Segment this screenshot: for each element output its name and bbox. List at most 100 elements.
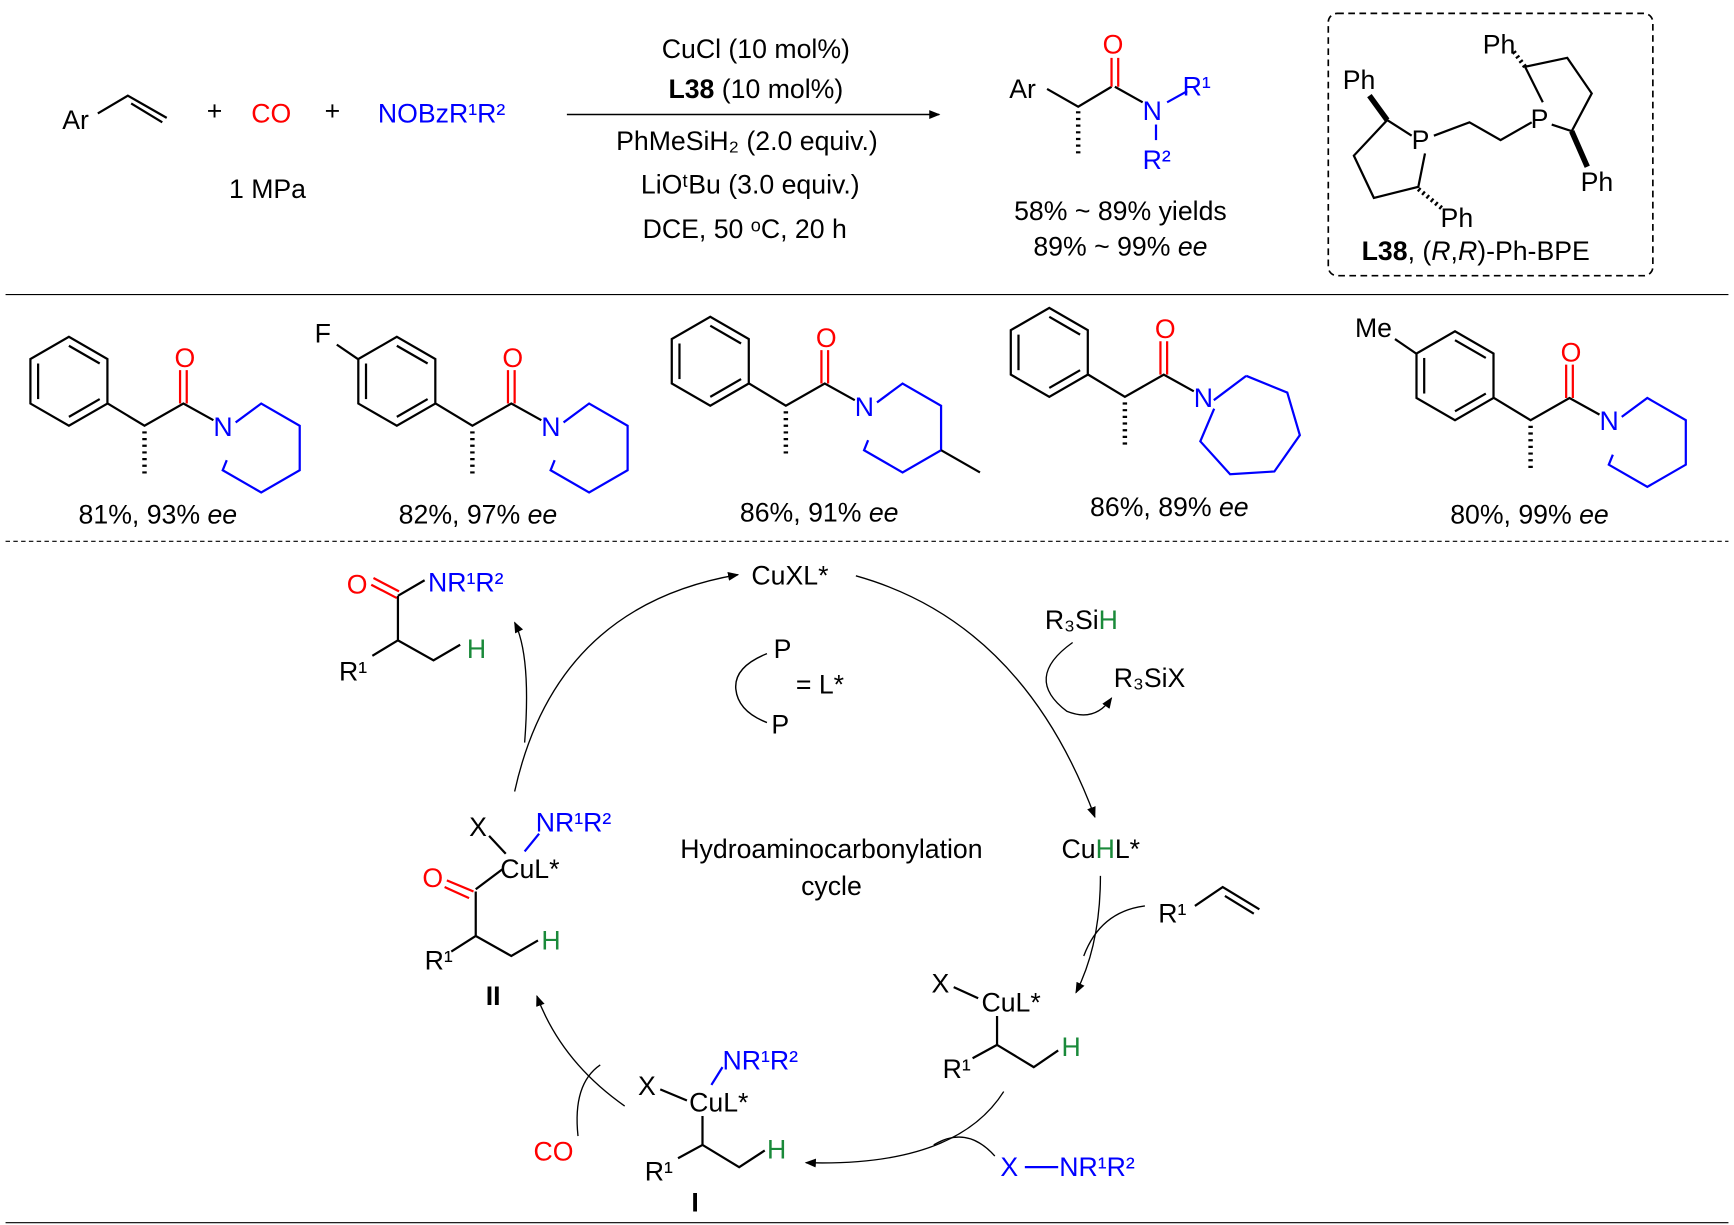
ligand-box: P P Ph Ph Ph Ph L38, (R,R)-Ph-BPE xyxy=(1327,12,1654,277)
species-cuhl: CuHL* xyxy=(1062,834,1141,864)
svg-text:H: H xyxy=(1062,1032,1081,1062)
azepane-ring xyxy=(1199,374,1302,476)
piperidine-ring xyxy=(549,402,629,494)
svg-text:O: O xyxy=(347,570,368,600)
svg-text:Ph: Ph xyxy=(1441,203,1474,233)
benzene-ring xyxy=(357,335,437,428)
carbonyl-oxygen: O xyxy=(816,323,837,353)
condition-solvent: DCE, 50 ᵒC, 20 h xyxy=(643,214,847,244)
svg-text:H: H xyxy=(541,925,560,955)
plus-sign: + xyxy=(207,96,223,126)
chain-bonds xyxy=(107,402,214,428)
svg-text:P: P xyxy=(1531,104,1549,134)
example-structure: ON xyxy=(670,315,981,474)
amide-nitrogen: N xyxy=(213,412,232,442)
svg-text:R¹: R¹ xyxy=(943,1054,971,1084)
svg-text:CuL*: CuL* xyxy=(500,854,559,884)
product-structure: Ar O N R¹ R² xyxy=(1009,29,1211,175)
co-reagent-cycle: CO xyxy=(534,1136,574,1166)
silane-byproduct: R₃SiX xyxy=(1114,663,1186,693)
carbonyl-oxygen: O xyxy=(502,343,523,373)
svg-text:NR¹R²: NR¹R² xyxy=(428,567,504,597)
svg-text:H: H xyxy=(467,634,486,664)
cycle-arrows xyxy=(513,572,1145,1168)
condition-base: LiOᵗBu (3.0 equiv.) xyxy=(641,169,860,199)
svg-text:Ar: Ar xyxy=(1009,74,1036,104)
example-structure: ON xyxy=(29,335,301,494)
carbonyl-bond xyxy=(820,350,830,384)
svg-text:H: H xyxy=(767,1134,786,1164)
carbonyl-bond xyxy=(178,370,188,404)
example-result: 81%, 93% ee xyxy=(79,500,238,530)
carbonyl-bond xyxy=(1159,341,1169,375)
amide-nitrogen: N xyxy=(541,412,560,442)
svg-text:P: P xyxy=(774,634,792,664)
amide-nitrogen: N xyxy=(1600,406,1619,436)
svg-text:II: II xyxy=(486,981,501,1011)
svg-text:Ph: Ph xyxy=(1343,65,1376,95)
piperidine-ring xyxy=(862,382,943,474)
svg-text:R²: R² xyxy=(1143,145,1171,175)
amide-nitrogen: N xyxy=(855,392,874,422)
para-substituent: F xyxy=(315,318,331,348)
chain-bonds xyxy=(1493,396,1601,422)
ee-range: 89% ~ 99% ee xyxy=(1033,232,1207,262)
svg-text:P: P xyxy=(771,710,789,740)
co-reagent: CO xyxy=(251,98,291,128)
vinyl-bonds xyxy=(97,94,168,124)
svg-text:X: X xyxy=(469,812,487,842)
cycle-product: O NR¹R² R¹ H xyxy=(339,567,504,686)
amine-electrophile: X xyxy=(1000,1152,1018,1182)
species-cuxl: CuXL* xyxy=(751,561,828,591)
chain-bonds xyxy=(1087,373,1195,399)
svg-text:R¹: R¹ xyxy=(425,945,453,975)
carbonyl-oxygen: O xyxy=(1155,314,1176,344)
example-result: 82%, 97% ee xyxy=(399,500,558,530)
piperidine-ring xyxy=(1607,396,1687,489)
svg-text:P: P xyxy=(1412,125,1430,155)
svg-text:N: N xyxy=(1143,96,1162,126)
substrate-ar: Ar xyxy=(62,105,89,135)
silane-reagent: R₃SiH xyxy=(1045,605,1118,635)
catalytic-cycle: Hydroaminocarbonylation cycle CuXL* CuHL… xyxy=(339,561,1260,1218)
condition-ligand: L38 (10 mol%) xyxy=(668,74,843,104)
amine-electrophile-nr: NR¹R² xyxy=(1059,1152,1135,1182)
alkylcopper-intermediate: X CuL* R¹ H xyxy=(931,969,1080,1085)
svg-text:R¹: R¹ xyxy=(1158,899,1186,929)
chain-bonds xyxy=(748,382,856,408)
plus-sign: + xyxy=(325,96,341,126)
svg-text:R¹: R¹ xyxy=(645,1156,673,1186)
amine-reagent: NOBzR¹R² xyxy=(378,98,505,128)
intermediate-II: X NR¹R² CuL* O R¹ H II xyxy=(422,807,611,1010)
example-result: 86%, 91% ee xyxy=(740,497,899,527)
ligand-legend: P P = L* xyxy=(735,634,844,740)
co-pressure: 1 MPa xyxy=(229,174,306,204)
para-substituent: Me xyxy=(1355,313,1392,343)
amide-nitrogen: N xyxy=(1194,383,1213,413)
example-result: 86%, 89% ee xyxy=(1090,492,1249,522)
cycle-title: Hydroaminocarbonylation xyxy=(680,834,982,864)
svg-text:CuL*: CuL* xyxy=(689,1088,748,1118)
benzene-ring xyxy=(29,335,109,428)
carbonyl-oxygen: O xyxy=(1561,337,1582,367)
example-structure: ON xyxy=(1009,306,1302,476)
example-result: 80%, 99% ee xyxy=(1450,500,1609,530)
benzene-ring xyxy=(670,315,750,408)
chain-bonds xyxy=(435,402,542,428)
svg-text:X: X xyxy=(638,1071,656,1101)
svg-text:= L*: = L* xyxy=(796,670,844,700)
benzene-ring xyxy=(1415,329,1495,422)
example-structure: O N F xyxy=(315,318,629,494)
svg-text:Ph: Ph xyxy=(1483,29,1516,59)
piperidine-ring xyxy=(221,402,301,494)
cycle-title: cycle xyxy=(801,871,862,901)
example-structure: O N Me xyxy=(1355,313,1687,489)
svg-text:X: X xyxy=(931,969,949,999)
benzene-ring xyxy=(1009,306,1089,399)
alkene-reagent: R¹ xyxy=(1158,885,1260,929)
svg-text:R¹: R¹ xyxy=(339,656,367,686)
svg-text:CuL*: CuL* xyxy=(981,988,1040,1018)
ring-methyl xyxy=(940,449,981,474)
